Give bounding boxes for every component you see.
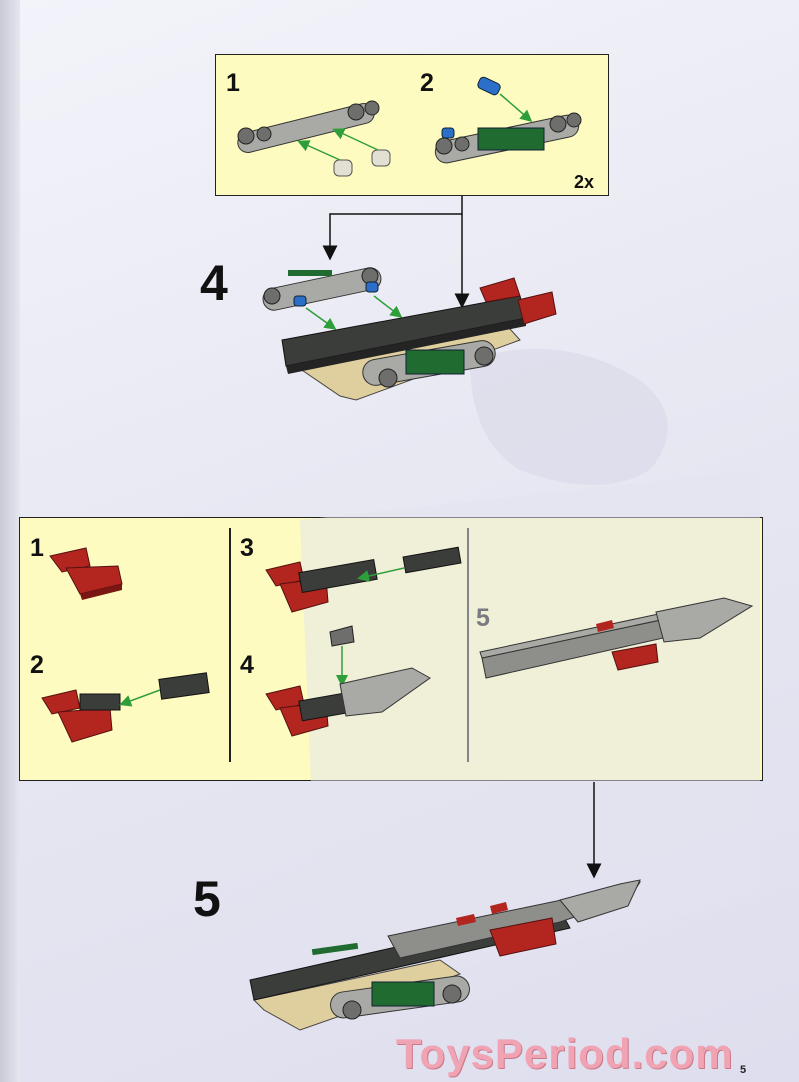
blue-pin-part (477, 76, 501, 96)
sub-step-number: 1 (226, 69, 240, 97)
panel-divider (229, 528, 231, 762)
liftarm-with-plate-part (434, 112, 582, 164)
slope-part (329, 625, 355, 647)
step-4-model (262, 267, 557, 401)
liftarm-part (237, 100, 380, 154)
assembly-arrow (297, 140, 341, 161)
assembly-arrow (119, 689, 161, 707)
sub-step-number: 4 (240, 651, 254, 679)
gray-fuselage-part (479, 597, 754, 679)
assembly-arrow (332, 128, 379, 151)
connector-arrow (322, 196, 463, 261)
step-number: 5 (193, 871, 221, 927)
sub-step-number: 1 (30, 534, 44, 562)
sub-step-number: 2 (420, 69, 434, 97)
sub-step-number: 3 (240, 534, 254, 562)
page-binding-edge (0, 0, 20, 1082)
assembly-arrow (499, 93, 533, 122)
assembly-arrow (305, 307, 337, 330)
watermark: ToysPeriod.com (396, 1030, 734, 1077)
red-wing-part (49, 547, 123, 600)
quantity-multiplier: 2x (574, 172, 595, 192)
red-wing-assembly (265, 558, 378, 613)
red-wing-assembly (265, 667, 431, 737)
dark-plate-part (402, 546, 462, 574)
assembly-arrow (357, 567, 405, 582)
background-shade (300, 470, 760, 1000)
red-wing-part (41, 689, 121, 743)
page-number: 5 (740, 1064, 747, 1076)
background-figure (470, 348, 668, 485)
sub-step-number: 2 (30, 651, 44, 679)
step-number: 4 (200, 255, 228, 311)
assembly-arrow (373, 295, 403, 318)
step-5-model (249, 879, 642, 1031)
dark-plate-part (158, 672, 210, 700)
pin-part (333, 149, 391, 177)
